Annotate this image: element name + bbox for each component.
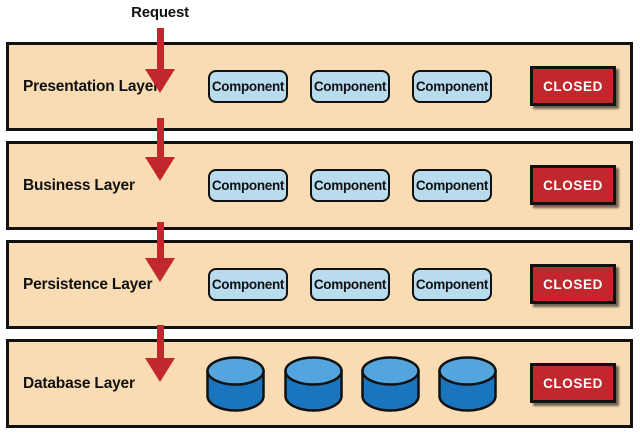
request-arrow-1 [145,28,175,93]
closed-status-box: CLOSED [530,165,616,205]
closed-status-box: CLOSED [530,264,616,304]
arrow-head-icon [145,157,175,181]
arrow-shaft [156,28,164,69]
layer-presentation: Presentation Layer Component Component C… [6,42,633,131]
request-label: Request [131,4,189,21]
layer-database-label: Database Layer [23,374,135,392]
arrow-head-icon [145,258,175,282]
closed-status-box: CLOSED [530,66,616,106]
layer-persistence: Persistence Layer Component Component Co… [6,240,633,329]
component-box: Component [412,268,492,301]
component-box: Component [208,268,288,301]
arrow-shaft [156,325,164,358]
component-box: Component [310,268,390,301]
component-box: Component [310,70,390,103]
request-arrow-2 [145,118,175,181]
component-box: Component [412,70,492,103]
layer-presentation-label: Presentation Layer [23,77,159,95]
layer-database: Database Layer CLOSED [6,339,633,428]
arrow-shaft [156,222,164,258]
arrow-head-icon [145,358,175,382]
layer-business-label: Business Layer [23,176,135,194]
request-arrow-3 [145,222,175,282]
database-cylinder-icon [361,356,420,412]
component-box: Component [208,169,288,202]
component-box: Component [208,70,288,103]
layer-business: Business Layer Component Component Compo… [6,141,633,230]
arrow-shaft [156,118,164,157]
request-arrow-4 [145,325,175,382]
component-box: Component [412,169,492,202]
component-box: Component [310,169,390,202]
closed-status-box: CLOSED [530,363,616,403]
database-cylinder-icon [206,356,265,412]
layer-persistence-label: Persistence Layer [23,275,153,293]
database-cylinder-icon [438,356,497,412]
arrow-head-icon [145,69,175,93]
database-cylinder-icon [284,356,343,412]
